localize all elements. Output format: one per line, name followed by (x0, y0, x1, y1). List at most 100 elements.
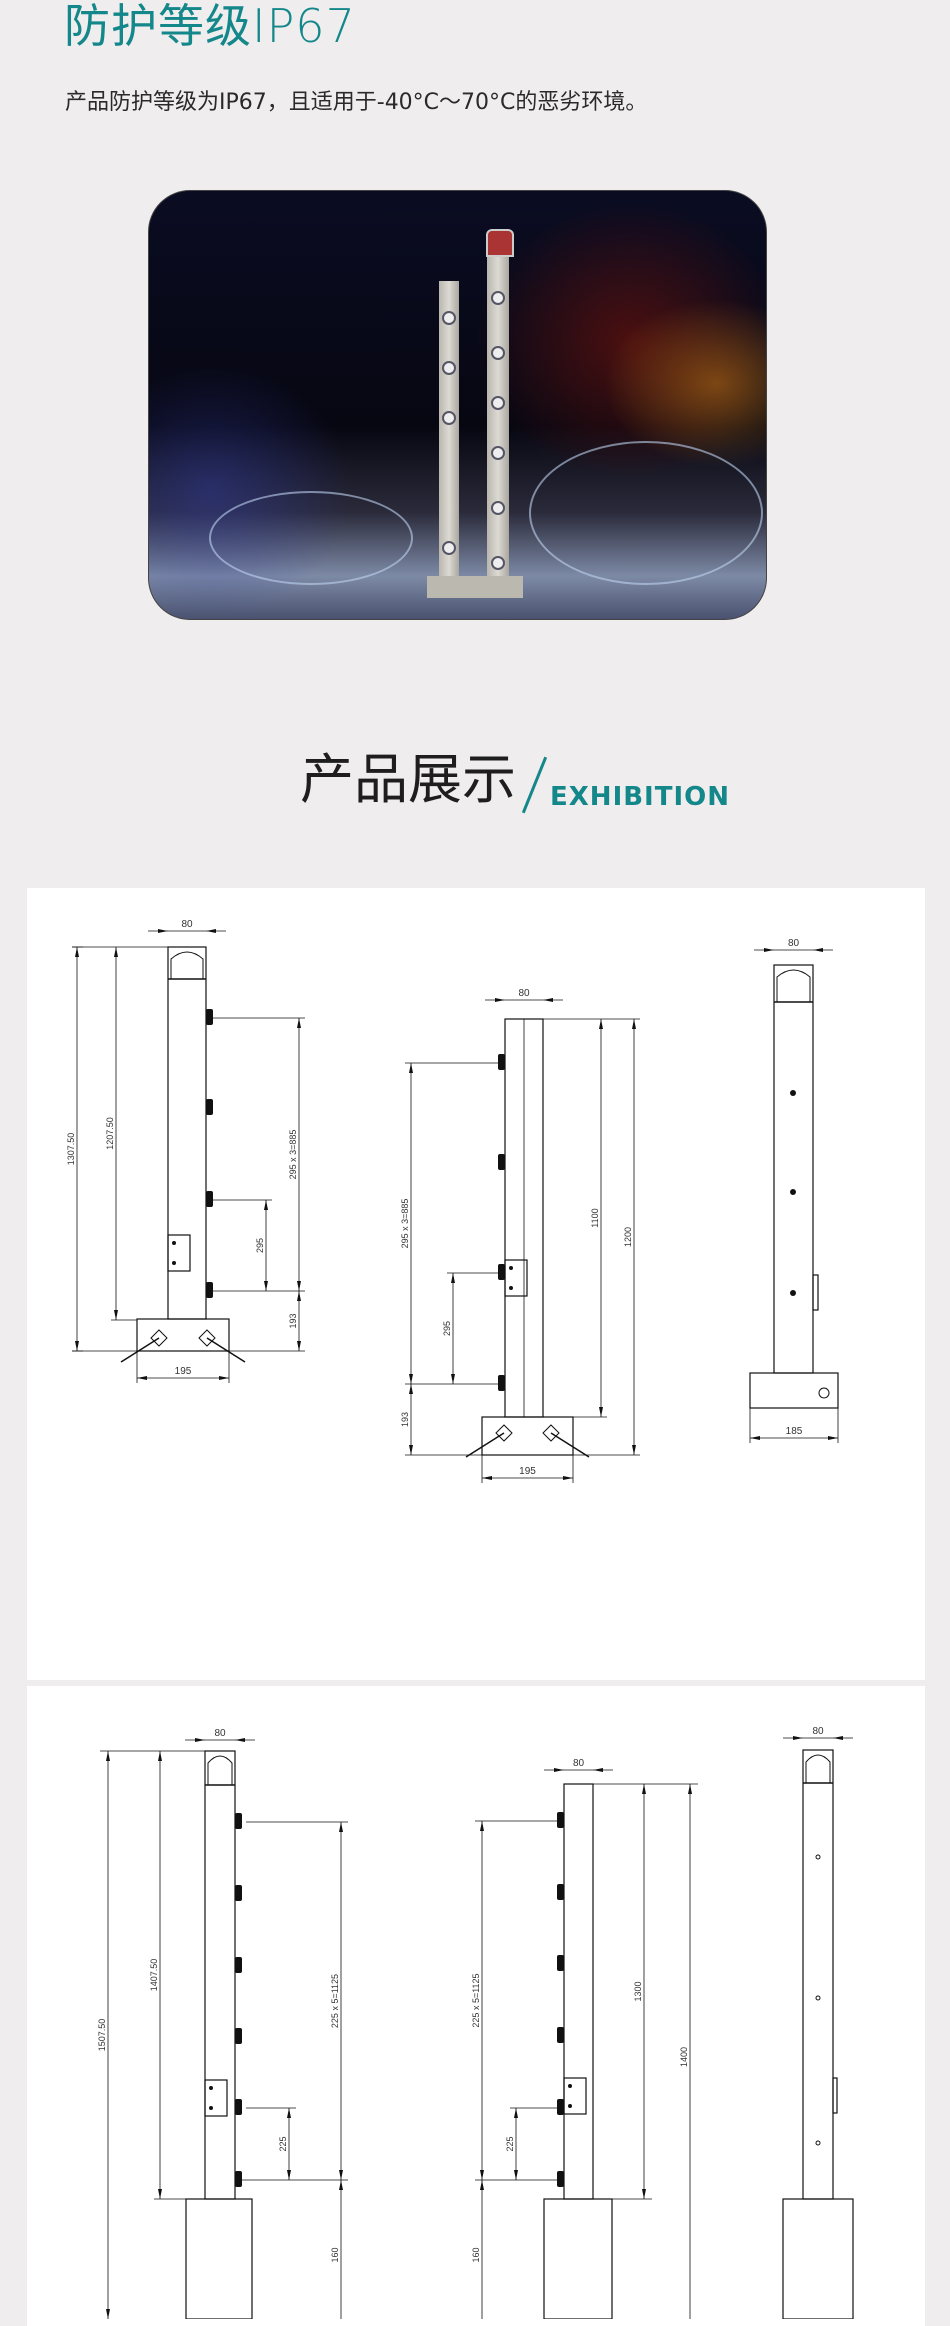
dimension-arrow (793, 1736, 803, 1740)
r1-front-anchor-plate (150, 1329, 168, 1347)
r2-front-sensor-lens (235, 2171, 242, 2187)
sensor-post-short (439, 281, 459, 581)
r2-front-pitch-total-label: 225 x 5=1125 (330, 1974, 340, 2028)
dimension-arrow (339, 2170, 343, 2180)
sensor-post-tall (487, 251, 509, 581)
r2-front-bolt (209, 2106, 213, 2110)
r1-back-lock-icon (818, 1387, 830, 1399)
r1-side-width-label: 80 (518, 988, 530, 999)
dimension-arrow (297, 1291, 301, 1301)
r1-front-width-label: 80 (181, 919, 193, 930)
r2-back-column (802, 1749, 834, 2200)
dimension-arrow (206, 929, 216, 933)
drawing-panel-1 (27, 888, 925, 1680)
r2-back-screw (815, 1995, 821, 2001)
r2-back-screw (815, 2140, 821, 2146)
dimension-arrow (287, 2170, 291, 2180)
r1-front-pitch-label: 295 (255, 1238, 265, 1253)
dimension-arrow (480, 2170, 484, 2180)
dimension-arrow (480, 2180, 484, 2190)
dimension-arrow (642, 2189, 646, 2199)
dimension-arrow (409, 1063, 413, 1073)
r1-side-sensor-lens (498, 1375, 505, 1391)
exhibition-subheading: EXHIBITION (550, 782, 731, 812)
r1-side-pitch-total-label: 295 x 3=885 (400, 1199, 410, 1249)
r1-front-sensor-lens (206, 1099, 213, 1115)
r2-front-mount-bracket (204, 2079, 228, 2117)
r2-back-side-latch (832, 2077, 838, 2114)
r2-front-column (204, 1750, 236, 2200)
r1-front-post-height-label: 1207.50 (105, 1117, 115, 1150)
r2-front-bottom-label: 160 (330, 2247, 340, 2262)
r1-front-total-height-label: 1307.50 (66, 1133, 76, 1166)
r1-side-bolt (509, 1286, 513, 1290)
r2-side-mount-bracket (563, 2077, 587, 2115)
dimension-arrow (599, 1407, 603, 1417)
r2-side-sensor-lens (557, 2027, 564, 2043)
r1-back-screw (790, 1189, 796, 1195)
dimension-arrow (451, 1374, 455, 1384)
r1-front-pitch-total-label: 295 x 3=885 (288, 1130, 298, 1180)
dimension-arrow (158, 1751, 162, 1761)
dimension-arrow (287, 2108, 291, 2118)
r1-side-base-width-label: 195 (519, 1466, 536, 1477)
r1-side-bolt (509, 1266, 513, 1270)
r2-front-sensor-lens (235, 1813, 242, 1829)
r2-side-post-height-label: 1300 (633, 1981, 643, 2001)
dimension-arrow (339, 1822, 343, 1832)
section-description: 产品防护等级为IP67，且适用于-40°C～70°C的恶劣环境。 (65, 90, 648, 115)
dimension-arrow (813, 948, 823, 952)
dimension-arrow (264, 1200, 268, 1210)
section-title-protection: 防护等级IP67 (64, 0, 356, 53)
r1-front-bottom-label: 193 (288, 1313, 298, 1328)
dimension-arrow (409, 1445, 413, 1455)
r2-front-bolt (209, 2086, 213, 2090)
r2-side-sensor-lens (557, 1884, 564, 1900)
dimension-arrow (750, 1436, 760, 1440)
dimension-arrow (297, 1281, 301, 1291)
r1-side-ground-spike (465, 1432, 505, 1458)
dimension-arrow (514, 2108, 518, 2118)
r2-side-base (543, 2198, 613, 2319)
r1-back-alarm-cap (776, 969, 811, 1003)
r2-side-bolt (568, 2104, 572, 2108)
r2-front-sensor-lens (235, 1957, 242, 1973)
dimension-arrow (514, 2170, 518, 2180)
dimension-arrow (75, 947, 79, 957)
r1-back-screw (790, 1290, 796, 1296)
dimension-arrow (828, 1436, 838, 1440)
r1-side-mount-bracket (504, 1259, 528, 1297)
dimension-arrow (563, 1476, 573, 1480)
dimension-arrow (106, 1751, 110, 1761)
r1-side-sensor-lens (498, 1264, 505, 1280)
dimension-arrow (543, 998, 553, 1002)
exhibition-heading: 产品展示 (300, 748, 516, 811)
product-waterproof-photo (148, 190, 767, 620)
r1-front-mount-bracket (167, 1234, 191, 1272)
r1-back-column (773, 964, 814, 1374)
r1-front-anchor-plate (198, 1329, 216, 1347)
r2-side-width-label: 80 (573, 1758, 585, 1769)
dimension-arrow (297, 1018, 301, 1028)
dimension-arrow (833, 1736, 843, 1740)
dimension-arrow (480, 1821, 484, 1831)
dimension-arrow (764, 948, 774, 952)
dimension-arrow (642, 1784, 646, 1794)
r2-side-column (563, 1783, 594, 2200)
r2-side-pitch-total-label: 225 x 5=1125 (471, 1973, 481, 2027)
r2-front-alarm-cap (207, 1755, 233, 1786)
r1-back-width-label: 80 (788, 938, 800, 949)
alarm-light (486, 229, 514, 257)
dimension-arrow (297, 1341, 301, 1351)
r2-front-width-label: 80 (214, 1728, 226, 1739)
dimension-arrow (409, 1374, 413, 1384)
r1-side-total-height-label: 1200 (623, 1227, 633, 1247)
r2-front-sensor-lens (235, 1885, 242, 1901)
r1-side-anchor-plate (495, 1424, 513, 1442)
dimension-arrow (137, 1376, 147, 1380)
r1-front-sensor-lens (206, 1282, 213, 1298)
r2-side-bottom-label: 160 (471, 2247, 481, 2262)
r2-front-sensor-lens (235, 2099, 242, 2115)
r1-front-sensor-lens (206, 1191, 213, 1207)
